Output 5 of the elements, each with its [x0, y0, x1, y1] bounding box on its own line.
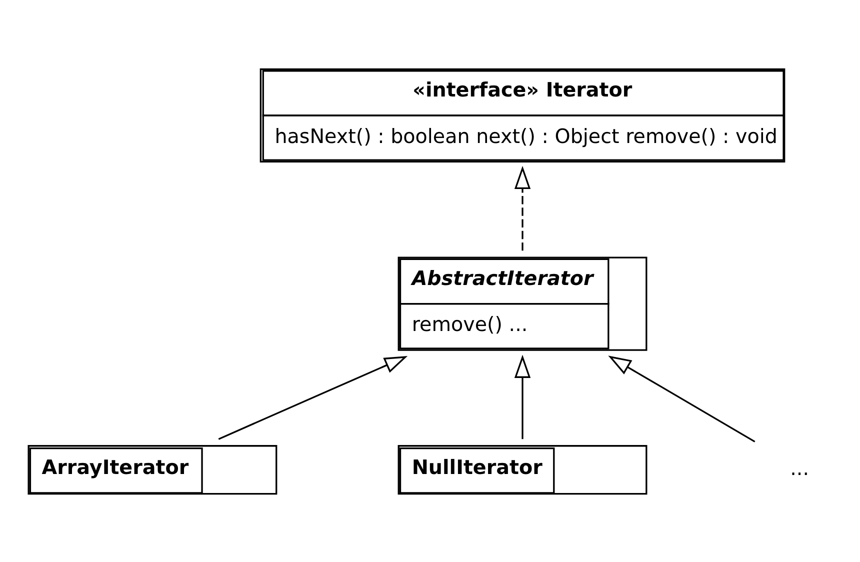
node-text: ...	[790, 456, 810, 480]
arrow	[514, 354, 531, 439]
arrow	[218, 356, 408, 440]
arrow	[514, 165, 531, 250]
arrow	[608, 355, 756, 442]
